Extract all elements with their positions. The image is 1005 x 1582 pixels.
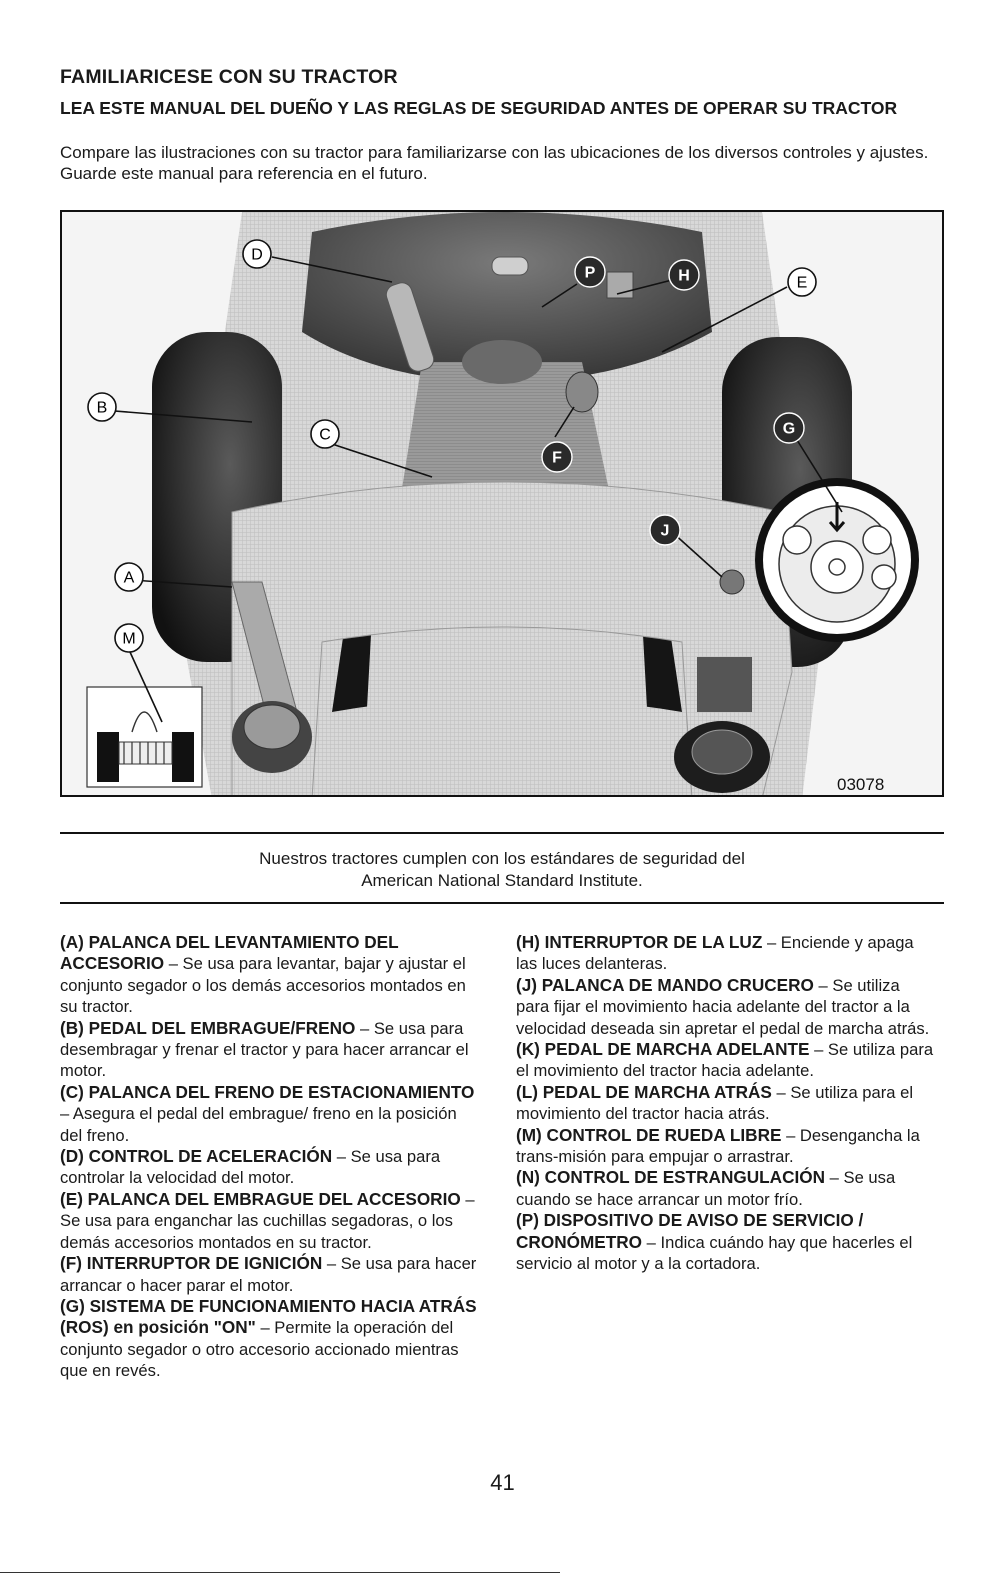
item-desc: – Se usa para levantar, bajar y ajustar … [60, 954, 466, 1017]
tractor-illustration: D P H E B C F G J A M 03078 [62, 212, 942, 795]
item-title: (A) PALANCA DEL LEVANTAMIENTO DEL ACCESO… [60, 932, 399, 974]
item-g: (G) SISTEMA DE FUNCIONAMIENTO HACIA ATRÁ… [60, 1296, 480, 1382]
item-l: (L) PEDAL DE MARCHA ATRÁS – Se utiliza p… [516, 1082, 936, 1125]
svg-text:D: D [251, 247, 263, 264]
item-title: (C) PALANCA DEL FRENO DE ESTACIONAMIENTO [60, 1081, 475, 1102]
figure-code: 03078 [837, 775, 884, 794]
rule-top [60, 832, 944, 834]
callout-a: A [114, 562, 144, 592]
item-e: (E) PALANCA DEL EMBRAGUE DEL ACCESORIO –… [60, 1189, 480, 1253]
standards-note: Nuestros tractores cumplen con los están… [60, 848, 944, 892]
svg-text:G: G [783, 421, 795, 438]
svg-text:B: B [97, 400, 108, 417]
callout-f: F [541, 441, 573, 473]
item-title: (L) PEDAL DE MARCHA ATRÁS [516, 1081, 772, 1102]
right-column: (H) INTERRUPTOR DE LA LUZ – Enciende y a… [516, 932, 936, 1275]
page-number: 41 [490, 1470, 515, 1495]
svg-text:A: A [124, 570, 135, 587]
item-title: (P) DISPOSITIVO DE AVISO DE SERVICIO / C… [516, 1210, 864, 1252]
svg-text:E: E [797, 275, 808, 292]
page-subheading: LEA ESTE MANUAL DEL DUEÑO Y LAS REGLAS D… [60, 98, 898, 118]
footer-rule [0, 1572, 560, 1573]
item-desc: – Indica cuándo hay que hacerles el serv… [516, 1232, 913, 1274]
item-title: (F) INTERRUPTOR DE IGNICIÓN [60, 1253, 323, 1274]
item-desc: – Se utiliza para el movimiento del trac… [516, 1082, 914, 1124]
item-desc: – Enciende y apaga las luces delanteras. [516, 933, 914, 974]
item-title: (K) PEDAL DE MARCHA ADELANTE [516, 1039, 810, 1060]
item-a: (A) PALANCA DEL LEVANTAMIENTO DEL ACCESO… [60, 932, 480, 1018]
svg-text:M: M [122, 631, 135, 648]
item-desc: – Desengancha la trans-misión para empuj… [516, 1125, 920, 1167]
item-h: (H) INTERRUPTOR DE LA LUZ – Enciende y a… [516, 932, 936, 975]
item-desc: – Se utiliza para fijar el movimiento ha… [516, 975, 930, 1038]
item-desc: – Se usa para controlar la velocidad del… [60, 1147, 441, 1188]
svg-text:H: H [678, 268, 690, 285]
callout-d: D [242, 239, 272, 269]
item-title: (B) PEDAL DEL EMBRAGUE/FRENO [60, 1017, 356, 1038]
item-c: (C) PALANCA DEL FRENO DE ESTACIONAMIENTO… [60, 1082, 480, 1146]
item-title: (H) INTERRUPTOR DE LA LUZ [516, 932, 763, 952]
item-title: (N) CONTROL DE ESTRANGULACIÓN [516, 1167, 826, 1188]
callout-e: E [787, 267, 817, 297]
callout-j: J [649, 514, 681, 546]
item-desc: – Se usa cuando se hace arrancar un moto… [516, 1168, 896, 1209]
item-title: (G) SISTEMA DE FUNCIONAMIENTO HACIA ATRÁ… [60, 1295, 477, 1338]
item-b: (B) PEDAL DEL EMBRAGUE/FRENO – Se usa pa… [60, 1018, 480, 1082]
item-desc: – Se utiliza para el movimiento del trac… [516, 1040, 934, 1081]
item-p: (P) DISPOSITIVO DE AVISO DE SERVICIO / C… [516, 1210, 936, 1274]
item-desc: – Se usa para enganchar las cuchillas se… [60, 1189, 475, 1252]
item-title: (E) PALANCA DEL EMBRAGUE DEL ACCESORIO [60, 1188, 461, 1209]
item-title: (D) CONTROL DE ACELERACIÓN [60, 1146, 333, 1167]
left-column: (A) PALANCA DEL LEVANTAMIENTO DEL ACCESO… [60, 932, 480, 1382]
svg-text:F: F [552, 450, 562, 467]
standards-line-1: Nuestros tractores cumplen con los están… [259, 849, 745, 868]
item-m: (M) CONTROL DE RUEDA LIBRE – Desengancha… [516, 1125, 936, 1168]
rule-bottom [60, 902, 944, 904]
item-title: (J) PALANCA DE MANDO CRUCERO [516, 974, 814, 995]
intro-paragraph: Compare las ilustraciones con su tractor… [60, 143, 929, 183]
svg-text:J: J [661, 523, 670, 540]
item-j: (J) PALANCA DE MANDO CRUCERO – Se utiliz… [516, 975, 936, 1039]
item-f: (F) INTERRUPTOR DE IGNICIÓN – Se usa par… [60, 1253, 480, 1296]
callout-m: M [114, 623, 144, 653]
callout-p: P [574, 256, 606, 288]
item-d: (D) CONTROL DE ACELERACIÓN – Se usa para… [60, 1146, 480, 1189]
callout-b: B [87, 392, 117, 422]
standards-line-2: American National Standard Institute. [361, 871, 643, 890]
svg-text:C: C [319, 427, 331, 444]
callout-h: H [668, 259, 700, 291]
item-desc: – Permite la operación del conjunto sega… [60, 1318, 459, 1381]
item-desc: – Se usa para hacer arrancar o hacer par… [60, 1254, 477, 1295]
callout-c: C [310, 419, 340, 449]
item-desc: – Asegura el pedal del embrague/ freno e… [60, 1104, 457, 1145]
item-n: (N) CONTROL DE ESTRANGULACIÓN – Se usa c… [516, 1167, 936, 1210]
item-title: (M) CONTROL DE RUEDA LIBRE [516, 1124, 782, 1145]
svg-text:P: P [585, 265, 596, 282]
tractor-controls-figure: D P H E B C F G J A M 03078 [60, 210, 944, 797]
callout-g: G [773, 412, 805, 444]
item-k: (K) PEDAL DE MARCHA ADELANTE – Se utiliz… [516, 1039, 936, 1082]
item-desc: – Se usa para desembragar y frenar el tr… [60, 1018, 469, 1081]
page-heading: FAMILIARICESE CON SU TRACTOR [60, 66, 398, 88]
